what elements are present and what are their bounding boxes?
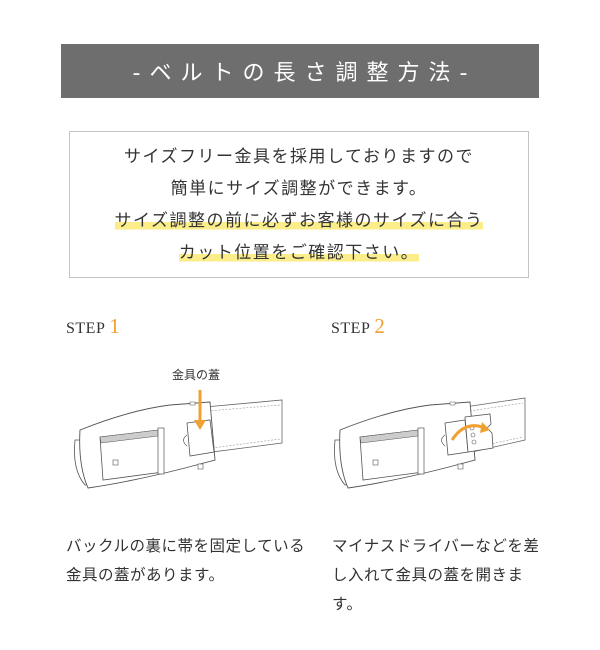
step-label: STEP bbox=[66, 320, 106, 337]
belt-buckle-lid-open-arrow-icon bbox=[334, 397, 526, 489]
step-2-description: マイナスドライバーなどを差し入れて金具の蓋を開きます。 bbox=[332, 537, 540, 613]
lid-callout-label: 金具の蓋 bbox=[172, 368, 221, 382]
intro-line-2: 簡単にサイズ調整ができます。 bbox=[170, 178, 428, 199]
step-label: STEP bbox=[331, 320, 371, 337]
intro-highlight-line-1: サイズ調整の前に必ずお客様のサイズに合う bbox=[114, 210, 484, 231]
belt-buckle-back-arrow-down-icon bbox=[74, 390, 283, 489]
intro-highlight-line-2: カット位置をご確認下さい。 bbox=[178, 242, 420, 263]
header-banner: -ベルトの長さ調整方法- bbox=[61, 44, 539, 98]
step-1-description: バックルの裏に帯を固定している金具の蓋があります。 bbox=[66, 537, 306, 584]
page-title: -ベルトの長さ調整方法- bbox=[132, 61, 477, 86]
intro-notice-box: サイズフリー金具を採用しておりますので 簡単にサイズ調整ができます。 サイズ調整… bbox=[69, 131, 529, 278]
intro-line-1: サイズフリー金具を採用しておりますので bbox=[124, 146, 474, 167]
step-number: 2 bbox=[374, 314, 385, 338]
step-number: 1 bbox=[109, 314, 120, 338]
